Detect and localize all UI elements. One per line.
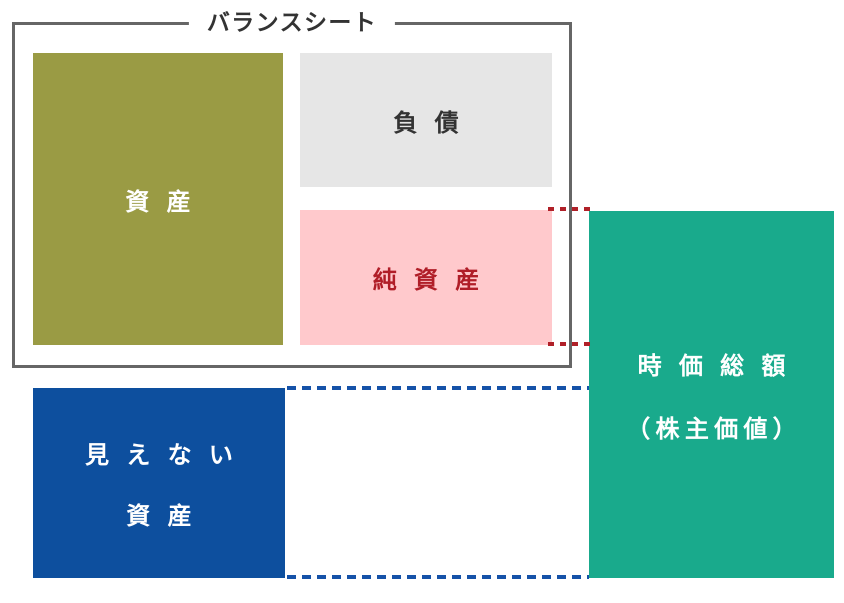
red-dotted-connector-bottom xyxy=(548,342,592,346)
invisible-assets-label-line2: 資 産 xyxy=(126,503,197,530)
net-assets-box: 純 資 産 xyxy=(300,210,552,345)
red-dotted-connector-top xyxy=(548,207,592,211)
balance-sheet-title: バランスシート xyxy=(188,9,396,37)
liabilities-label: 負 債 xyxy=(393,109,464,137)
invisible-assets-box: 見 え な い 資 産 xyxy=(33,388,285,578)
blue-dotted-connector-top xyxy=(287,386,589,390)
market-cap-label-line1: 時 価 総 額 xyxy=(637,352,791,380)
assets-label: 資 産 xyxy=(125,188,196,216)
invisible-assets-label-line1: 見 え な い xyxy=(85,442,239,469)
market-cap-box: 時 価 総 額 （株主価値） xyxy=(589,211,834,578)
market-cap-label-line2: （株主価値） xyxy=(626,415,802,443)
net-assets-label: 純 資 産 xyxy=(372,267,485,294)
balance-sheet-frame: バランスシート xyxy=(12,9,572,368)
liabilities-box: 負 債 xyxy=(300,53,552,187)
blue-dotted-connector-bottom xyxy=(287,575,589,579)
assets-box: 資 産 xyxy=(33,53,283,345)
